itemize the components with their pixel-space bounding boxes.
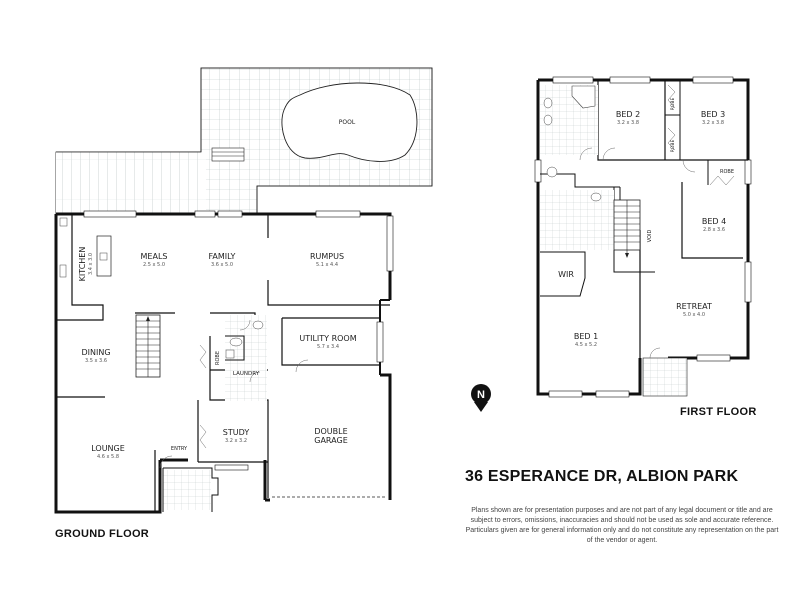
compass-label: N	[477, 389, 485, 401]
dining-label: DINING	[81, 348, 110, 357]
pool-deck: POOL	[55, 67, 433, 215]
kitchen-fixtures	[59, 217, 112, 278]
balcony-tiles	[642, 357, 688, 397]
meals-label: MEALS	[141, 252, 168, 261]
first-floor-room-labels: BED 2 3.2 x 3.8 BED 3 3.2 x 3.8 ROBE ROB…	[558, 98, 734, 348]
shower-icon	[571, 85, 596, 109]
study-dim: 3.2 x 3.2	[225, 438, 247, 444]
pool-label: POOL	[339, 119, 356, 126]
bed4-dim: 2.8 x 3.6	[703, 227, 725, 233]
steps	[211, 147, 245, 162]
kitchen-label: KITCHEN	[78, 247, 87, 282]
property-address: 36 ESPERANCE DR, ALBION PARK	[465, 468, 739, 485]
bed3-label: BED 3	[701, 110, 725, 119]
bed2-label: BED 2	[616, 110, 640, 119]
laundry-label: LAUNDRY	[233, 371, 260, 377]
bed4-label: BED 4	[702, 217, 726, 226]
bed1-dim: 4.5 x 5.2	[575, 342, 597, 348]
entry-porch-tiles	[163, 470, 211, 510]
meals-dim: 2.5 x 5.0	[143, 262, 165, 268]
basin-icon	[543, 114, 553, 126]
family-dim: 3.6 x 5.0	[211, 262, 233, 268]
wir-label: WIR	[558, 270, 574, 279]
ground-floor-walls	[54, 210, 394, 514]
utility-room-label: UTILITY ROOM	[299, 334, 356, 343]
bed1-label: BED 1	[574, 332, 598, 341]
north-compass-icon: N	[471, 384, 491, 412]
basin-icon	[229, 337, 243, 347]
basin-icon	[590, 192, 602, 202]
bed3-dim: 3.2 x 3.8	[702, 120, 724, 126]
void-label: VOID	[647, 230, 653, 243]
bathroom-tiles	[540, 190, 614, 250]
study-label: STUDY	[223, 428, 250, 437]
robe-label: ROBE	[720, 169, 734, 175]
robe-label: ROBE	[670, 140, 676, 153]
ground-room-labels: KITCHEN 3.4 x 3.0 MEALS 2.5 x 5.0 FAMILY…	[78, 247, 357, 460]
first-floor-stairs	[613, 199, 641, 258]
ground-stairs	[135, 314, 161, 378]
rumpus-dim: 5.1 x 4.4	[316, 262, 338, 268]
toilet-icon	[546, 166, 558, 178]
garage-label-line2: GARAGE	[314, 436, 348, 445]
robe-label: ROBE	[215, 351, 221, 365]
bed2-dim: 3.2 x 3.8	[617, 120, 639, 126]
first-floor-plan: BED 2 3.2 x 3.8 BED 3 3.2 x 3.8 ROBE ROB…	[534, 76, 752, 398]
utility-room-dim: 5.7 x 3.4	[317, 344, 339, 350]
tub-icon	[225, 349, 235, 359]
robe-label: ROBE	[670, 98, 676, 111]
lounge-dim: 4.6 x 5.8	[97, 454, 119, 460]
retreat-dim: 5.0 x 4.0	[683, 312, 705, 318]
basin-icon	[543, 97, 553, 109]
toilet-icon	[252, 320, 264, 330]
ground-floor-title: GROUND FLOOR	[55, 528, 150, 540]
garage-label-line1: DOUBLE	[314, 427, 347, 436]
dining-dim: 3.5 x 3.6	[85, 358, 107, 364]
family-label: FAMILY	[209, 252, 236, 261]
disclaimer-text: Plans shown are for presentation purpose…	[465, 507, 779, 544]
retreat-label: RETREAT	[676, 302, 712, 311]
first-floor-walls	[534, 76, 752, 398]
rumpus-label: RUMPUS	[310, 252, 344, 261]
door-swings	[159, 319, 309, 469]
lounge-label: LOUNGE	[91, 444, 125, 453]
pool-shape	[281, 82, 418, 162]
ground-floor-plan: POOL	[54, 67, 433, 514]
first-floor-title: FIRST FLOOR	[680, 406, 757, 418]
entry-label: ENTRY	[171, 446, 188, 452]
kitchen-dim: 3.4 x 3.0	[88, 253, 94, 275]
